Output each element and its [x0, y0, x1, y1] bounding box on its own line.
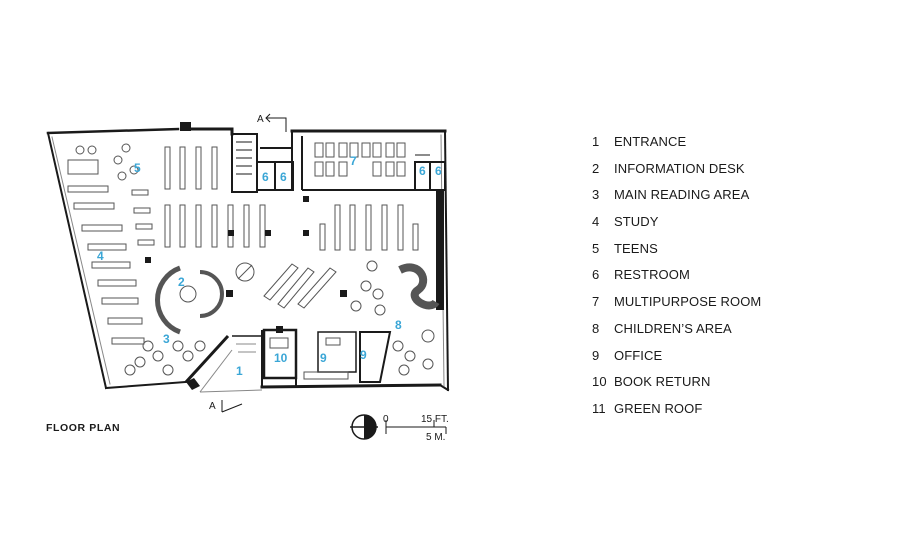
restroom-core-right [414, 154, 446, 191]
room-number-teens: 5 [134, 161, 141, 175]
room-number-book-return: 10 [274, 351, 288, 365]
column-block [436, 190, 444, 310]
legend-number: 2 [592, 160, 600, 176]
legend-item: 5 TEENS [592, 241, 761, 268]
legend-label: RESTROOM [614, 267, 690, 283]
room-number-study: 4 [97, 249, 104, 263]
legend-number: 4 [592, 214, 600, 230]
room-number-info-desk: 2 [178, 275, 185, 289]
shelf-posts [145, 196, 347, 333]
room-number-restroom: 6 [280, 170, 287, 184]
room-number-office: 9 [360, 348, 367, 362]
legend-label: TEENS [614, 240, 658, 256]
room-numbers: 1 2 3 4 5 6 6 6 6 7 8 9 9 10 [97, 154, 442, 378]
room-number-children: 8 [395, 318, 402, 332]
legend-item: 2 INFORMATION DESK [592, 161, 761, 188]
legend-label: GREEN ROOF [614, 400, 703, 416]
entrance-vestibule [184, 330, 263, 393]
section-marker-top: A [257, 113, 287, 132]
scale-feet-label: 15 FT. [421, 414, 449, 425]
legend-number: 11 [592, 400, 606, 416]
legend-label: STUDY [614, 214, 659, 230]
section-marker-label: A [257, 114, 264, 125]
north-arrow-icon [350, 414, 378, 440]
legend-label: MULTIPURPOSE ROOM [614, 294, 762, 310]
legend-number: 5 [592, 240, 600, 256]
scale-bar [385, 420, 447, 434]
legend-item: 10 BOOK RETURN [592, 374, 761, 401]
legend-number: 6 [592, 267, 600, 283]
legend-label: INFORMATION DESK [614, 160, 745, 176]
room-number-multipurpose: 7 [350, 154, 357, 168]
bookshelves [164, 146, 419, 309]
legend-number: 9 [592, 347, 600, 363]
exterior-walls [46, 127, 450, 392]
section-marker-label: A [209, 401, 216, 412]
legend-label: ENTRANCE [614, 134, 687, 149]
legend-number: 1 [592, 134, 600, 149]
information-desk [154, 262, 255, 335]
legend-label: CHILDREN’S AREA [614, 320, 732, 336]
scale-zero-label: 0 [383, 414, 389, 425]
plan-title: FLOOR PLAN [46, 422, 121, 434]
room-number-office: 9 [320, 351, 327, 365]
restroom-core-left [231, 131, 294, 193]
scale-meters-label: 5 M. [426, 432, 445, 443]
room-number-reading: 3 [163, 332, 170, 346]
multipurpose-room [301, 136, 415, 191]
legend-number: 7 [592, 294, 600, 310]
legend-number: 3 [592, 187, 600, 203]
legend-item: 3 MAIN READING AREA [592, 187, 761, 214]
legend-label: BOOK RETURN [614, 374, 711, 390]
legend-item: 9 OFFICE [592, 348, 761, 375]
room-number-restroom: 6 [419, 164, 426, 178]
legend-item: 7 MULTIPURPOSE ROOM [592, 294, 761, 321]
legend-item: 1 ENTRANCE [592, 134, 761, 161]
legend-item: 8 CHILDREN’S AREA [592, 321, 761, 348]
legend-item: 6 RESTROOM [592, 267, 761, 294]
lounge-seating [75, 143, 440, 376]
column-block [180, 122, 191, 131]
legend-label: MAIN READING AREA [614, 187, 750, 203]
study-tables [67, 159, 155, 345]
office-walls [262, 328, 392, 387]
room-number-restroom: 6 [435, 164, 442, 178]
legend-number: 8 [592, 320, 600, 336]
legend-number: 10 [592, 374, 607, 390]
room-number-restroom: 6 [262, 170, 269, 184]
room-number-entrance: 1 [236, 364, 243, 378]
legend-item: 4 STUDY [592, 214, 761, 241]
section-marker-bottom: A [209, 400, 243, 413]
legend-item: 11 GREEN ROOF [592, 401, 761, 428]
room-legend: 1 ENTRANCE 2 INFORMATION DESK 3 MAIN READIN… [592, 134, 761, 428]
legend-label: OFFICE [614, 347, 663, 363]
